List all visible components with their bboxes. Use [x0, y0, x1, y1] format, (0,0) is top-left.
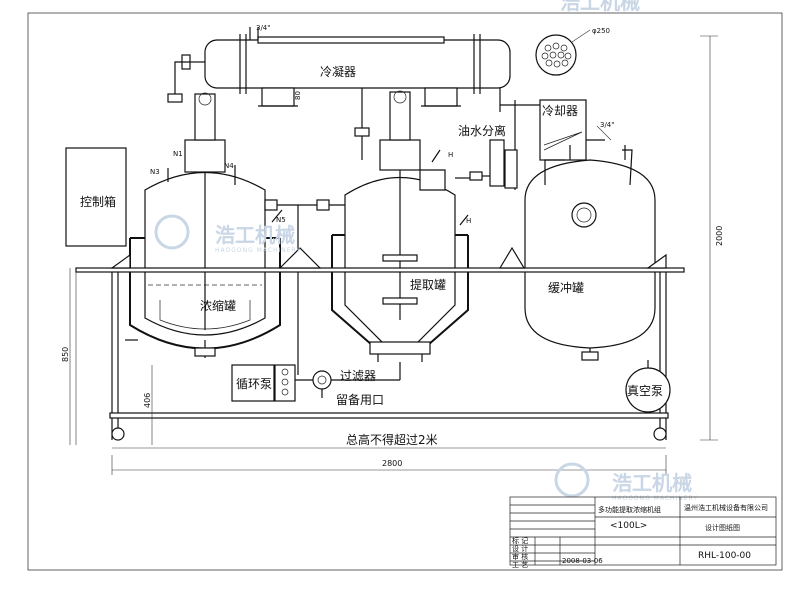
lower-height-dim: 406: [143, 393, 152, 408]
svg-text:HAOGONG MACHINERY: HAOGONG MACHINERY: [215, 247, 301, 254]
title-model: <100L>: [610, 521, 647, 531]
watermark-bottom: 浩工机械 HAOGONG MACHINERY: [554, 462, 698, 502]
nozzle-h1: H: [448, 151, 453, 159]
title-date: 2008-03-06: [562, 557, 603, 565]
watermark-top: 浩工机械: [560, 0, 640, 14]
title-row-2: 设 计: [512, 544, 528, 553]
condenser-label: 冷凝器: [320, 64, 356, 79]
height-note: 总高不得超过2米: [346, 432, 438, 447]
svg-text:浩工机械: 浩工机械: [612, 471, 692, 495]
total-width-dim: 2800: [382, 459, 402, 468]
nozzle-n4: N4: [224, 162, 234, 170]
condenser-leg-dim: 80: [294, 91, 302, 100]
cooler-diameter-dim: φ250: [592, 27, 610, 35]
oil-water-separator: 油水分离: [458, 100, 518, 190]
filter: 过滤器 留备用口: [295, 362, 401, 407]
title-drawing-type: 设计图纸图: [705, 523, 740, 532]
separator-label: 油水分离: [458, 123, 506, 138]
nozzle-h2: H: [466, 217, 471, 225]
title-row-4: 工 艺: [512, 561, 528, 569]
pump-label: 循环泵: [236, 377, 272, 391]
control-box: 控制箱: [65, 147, 127, 247]
extractor: H H 提取罐: [331, 90, 471, 362]
total-height-dim: 2000: [715, 226, 724, 246]
dimension-lines: 2000 850 406 2800 总高不得超过2米: [61, 35, 724, 475]
title-drawing-number: RHL-100-00: [698, 551, 751, 561]
title-project-name: 多功能提取浓缩机组: [598, 505, 661, 514]
buffer-tank-label: 缓冲罐: [548, 280, 584, 295]
svg-text:浩工机械: 浩工机械: [560, 0, 640, 14]
cooler: φ250 3/4" 冷却器: [535, 27, 615, 161]
title-block: 多功能提取浓缩机组 <100L> 温州浩工机械设备有限公司 设计图纸图 RHL-…: [509, 496, 777, 569]
vacuum-pump: 真空泵: [625, 360, 671, 413]
svg-text:HAOGONG MACHINERY: HAOGONG MACHINERY: [612, 495, 698, 502]
title-company: 温州浩工机械设备有限公司: [684, 503, 768, 512]
svg-text:浩工机械: 浩工机械: [215, 223, 295, 247]
nozzle-n1: N1: [173, 150, 183, 158]
frame-height-dim: 850: [61, 347, 70, 362]
support-frame: [75, 246, 685, 445]
title-row-3: 审 核: [512, 552, 528, 561]
cooler-pipe-dim: 3/4": [600, 121, 615, 129]
filter-label: 过滤器: [340, 369, 376, 383]
circulation-pump: 循环泵: [231, 364, 296, 402]
buffer-tank: 缓冲罐: [524, 145, 656, 361]
spare-port-label: 留备用口: [336, 393, 384, 407]
watermark-mid: 浩工机械 HAOGONG MACHINERY: [154, 214, 301, 254]
concentrator: N3 N4 N1 N5 浓缩罐: [125, 92, 286, 358]
cooler-label: 冷却器: [542, 104, 578, 118]
nozzle-n5: N5: [276, 216, 286, 224]
nozzle-n3: N3: [150, 168, 160, 176]
vacuum-pump-label: 真空泵: [627, 384, 663, 398]
extractor-label: 提取罐: [410, 277, 446, 292]
condenser-pipe-dim: 3/4": [256, 24, 271, 32]
control-box-label: 控制箱: [80, 194, 116, 209]
concentrator-label: 浓缩罐: [200, 298, 236, 313]
condenser: 3/4" 80 冷凝器: [181, 24, 511, 107]
drawing-border: [27, 12, 783, 571]
title-row-1: 标 记: [512, 536, 528, 545]
